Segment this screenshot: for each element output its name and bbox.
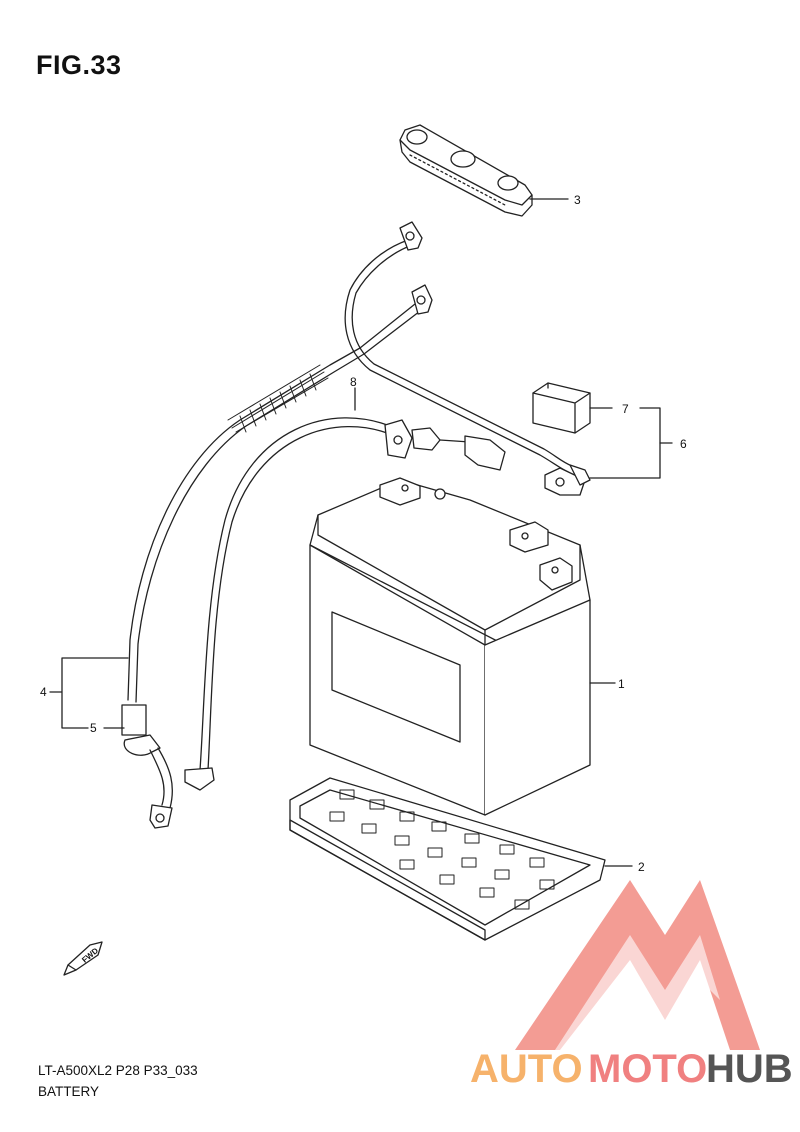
callout-8: 8 xyxy=(350,375,357,389)
callout-3: 3 xyxy=(574,193,581,207)
watermark-part-auto: AUTO xyxy=(470,1047,583,1091)
battery-holder-bar xyxy=(399,124,569,217)
forward-arrow-icon xyxy=(63,941,103,976)
callout-6: 6 xyxy=(680,437,687,451)
watermark-text: AUTO MOTO HUB xyxy=(470,1047,793,1091)
battery-tray xyxy=(289,777,633,941)
figure-caption: BATTERY xyxy=(38,1084,100,1099)
battery-cable-positive xyxy=(344,221,591,496)
battery xyxy=(309,477,616,816)
callout-5: 5 xyxy=(90,721,97,735)
terminal-cover xyxy=(532,382,673,479)
battery-cable-negative xyxy=(49,284,433,829)
watermark-logo xyxy=(515,880,760,1050)
figure-title: FIG.33 xyxy=(36,50,122,80)
sub-wire-harness xyxy=(184,387,506,791)
watermark-part-moto: MOTO xyxy=(588,1047,707,1091)
callout-7: 7 xyxy=(622,402,629,416)
callout-4: 4 xyxy=(40,685,47,699)
callout-1: 1 xyxy=(618,677,625,691)
figure-code: LT-A500XL2 P28 P33_033 xyxy=(38,1063,198,1078)
callout-2: 2 xyxy=(638,860,645,874)
watermark-part-hub: HUB xyxy=(706,1047,793,1091)
